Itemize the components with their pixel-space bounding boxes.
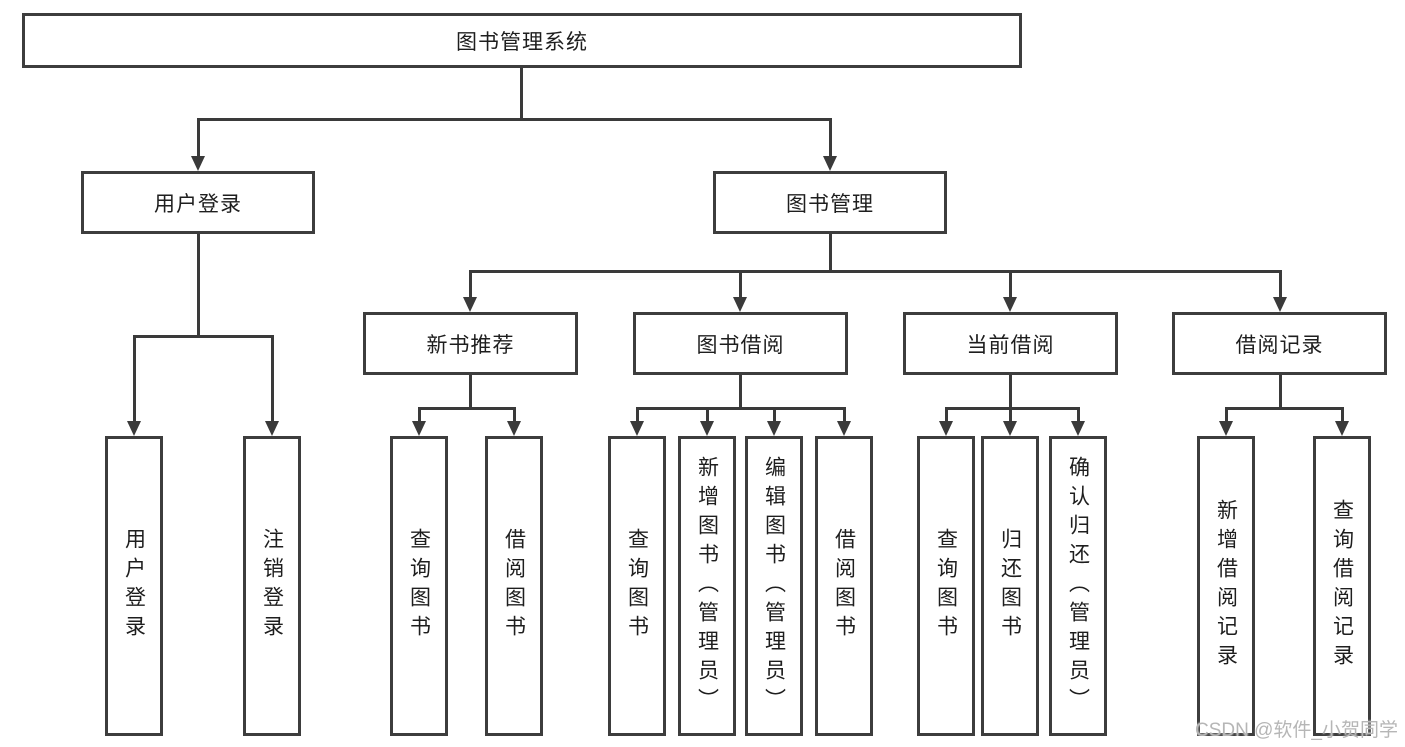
connector-line — [945, 407, 1080, 410]
connector-line — [469, 375, 472, 410]
connector-line — [1009, 375, 1012, 410]
node-user-login: 用户登录 — [81, 171, 315, 234]
leaf-cb-confirm-return-admin: 确认归还（管理员） — [1049, 436, 1107, 736]
arrow-down-icon — [1071, 421, 1085, 436]
arrow-down-icon — [837, 421, 851, 436]
connector-line — [133, 335, 136, 422]
arrow-down-icon — [507, 421, 521, 436]
arrow-down-icon — [191, 156, 205, 171]
arrow-down-icon — [463, 297, 477, 312]
leaf-bb-edit-books-admin: 编辑图书（管理员） — [745, 436, 803, 736]
connector-line — [1341, 407, 1344, 423]
connector-line — [706, 407, 709, 423]
leaf-logout: 注销登录 — [243, 436, 301, 736]
node-book-borrow: 图书借阅 — [633, 312, 848, 375]
connector-line — [773, 407, 776, 423]
connector-line — [271, 335, 274, 422]
leaf-br-add-record: 新增借阅记录 — [1197, 436, 1255, 736]
connector-line — [520, 68, 523, 120]
connector-line — [1077, 407, 1080, 423]
connector-line — [636, 407, 846, 410]
node-current-borrow: 当前借阅 — [903, 312, 1118, 375]
arrow-down-icon — [127, 421, 141, 436]
connector-line — [133, 335, 274, 338]
connector-line — [739, 270, 742, 298]
connector-line — [469, 270, 1282, 273]
connector-line — [1009, 270, 1012, 298]
connector-line — [829, 234, 832, 273]
arrow-down-icon — [1003, 297, 1017, 312]
arrow-down-icon — [1003, 421, 1017, 436]
arrow-down-icon — [823, 156, 837, 171]
arrow-down-icon — [1335, 421, 1349, 436]
connector-line — [418, 407, 421, 423]
arrow-down-icon — [630, 421, 644, 436]
connector-line — [1225, 407, 1344, 410]
connector-line — [829, 118, 832, 157]
arrow-down-icon — [939, 421, 953, 436]
arrow-down-icon — [733, 297, 747, 312]
leaf-rec-borrow-books: 借阅图书 — [485, 436, 543, 736]
connector-line — [469, 270, 472, 298]
leaf-br-query-record: 查询借阅记录 — [1313, 436, 1371, 736]
connector-line — [1279, 375, 1282, 410]
connector-line — [1009, 407, 1012, 423]
leaf-bb-query-books: 查询图书 — [608, 436, 666, 736]
connector-line — [739, 375, 742, 410]
arrow-down-icon — [412, 421, 426, 436]
node-new-book-recommend: 新书推荐 — [363, 312, 578, 375]
arrow-down-icon — [1273, 297, 1287, 312]
connector-line — [197, 234, 200, 338]
node-book-management: 图书管理 — [713, 171, 947, 234]
connector-line — [945, 407, 948, 423]
leaf-cb-return-books: 归还图书 — [981, 436, 1039, 736]
node-root-library-system: 图书管理系统 — [22, 13, 1022, 68]
arrow-down-icon — [700, 421, 714, 436]
connector-line — [513, 407, 516, 423]
connector-line — [1225, 407, 1228, 423]
connector-line — [1279, 270, 1282, 298]
connector-line — [418, 407, 516, 410]
arrow-down-icon — [767, 421, 781, 436]
leaf-bb-borrow-books: 借阅图书 — [815, 436, 873, 736]
connector-line — [636, 407, 639, 423]
node-borrow-records: 借阅记录 — [1172, 312, 1387, 375]
connector-line — [843, 407, 846, 423]
leaf-bb-add-books-admin: 新增图书（管理员） — [678, 436, 736, 736]
leaf-rec-query-books: 查询图书 — [390, 436, 448, 736]
connector-line — [197, 118, 200, 157]
connector-line — [197, 118, 832, 121]
csdn-watermark: CSDN @软件_小贺同学 — [1195, 720, 1398, 741]
leaf-cb-query-books: 查询图书 — [917, 436, 975, 736]
arrow-down-icon — [1219, 421, 1233, 436]
leaf-user-login: 用户登录 — [105, 436, 163, 736]
arrow-down-icon — [265, 421, 279, 436]
